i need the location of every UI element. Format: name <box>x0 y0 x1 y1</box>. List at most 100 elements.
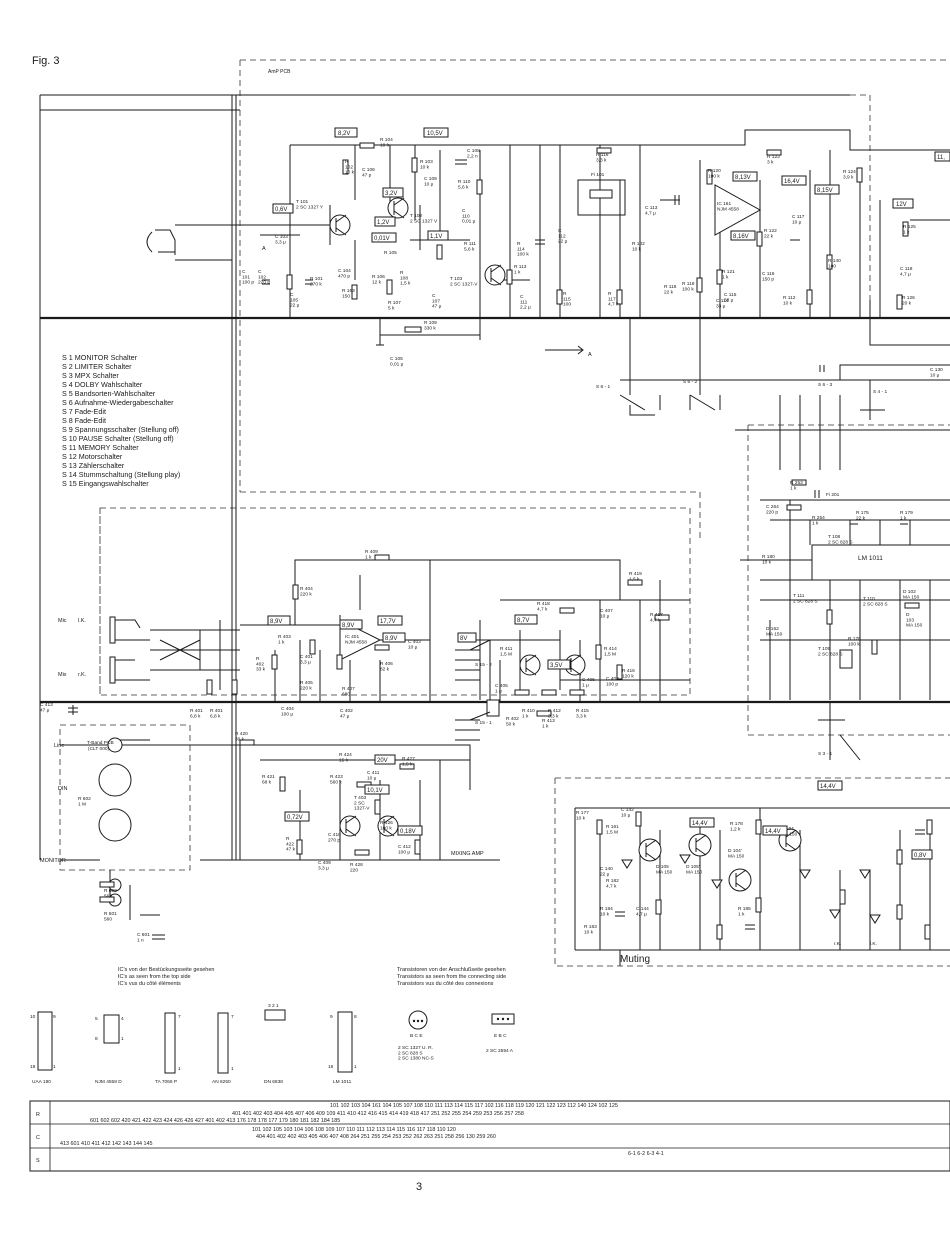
svg-text:7: 7 <box>178 1014 181 1020</box>
svg-text:S 3 - 1: S 3 - 1 <box>818 751 832 757</box>
svg-text:18: 18 <box>30 1064 36 1070</box>
svg-text:8,9V: 8,9V <box>385 636 397 642</box>
switch-legend: S 1 MONITOR Schalter S 2 LIMITER Schalte… <box>62 353 180 488</box>
vbox-v21: 20V <box>374 754 396 765</box>
vbox-v15: 8,9V <box>339 619 363 630</box>
svg-text:8,13V: 8,13V <box>735 175 751 181</box>
svg-text:10,5V: 10,5V <box>427 131 443 137</box>
svg-text:14,4V: 14,4V <box>820 784 836 790</box>
table-r-line3: 601 602 602 420 421 422 423 424 426 426 … <box>90 1118 340 1124</box>
svg-text:11,: 11, <box>937 155 945 161</box>
svg-text:14,4V: 14,4V <box>692 821 708 827</box>
mark-rk: r.K. <box>834 941 841 947</box>
svg-text:NJM 4558 D: NJM 4558 D <box>95 1079 122 1085</box>
vbox-v25: 14,4V <box>689 817 715 828</box>
legend-s10: S 10 PAUSE Schalter (Stellung off) <box>62 434 174 443</box>
svg-text:8,9V: 8,9V <box>270 619 282 625</box>
vbox-v19: 8,7V <box>514 614 538 625</box>
svg-text:D 104'MA 150: D 104'MA 150 <box>728 848 745 859</box>
vbox-v11: 8,16V <box>730 230 756 241</box>
legend-s8: S 8 Fade-Edit <box>62 416 106 425</box>
svg-text:7: 7 <box>231 1014 234 1020</box>
svg-text:8V: 8V <box>460 636 467 642</box>
svg-text:2 SC 2594 A: 2 SC 2594 A <box>486 1048 514 1054</box>
ic-pinout-note: IC's von der Bestückungsseite gesehen IC… <box>118 967 214 987</box>
vbox-v24: 0,18V <box>397 825 423 836</box>
muting-label: Muting <box>620 954 650 965</box>
svg-text:1: 1 <box>121 1036 124 1042</box>
svg-text:R 105: R 105 <box>384 250 397 256</box>
svg-text:LM 1011: LM 1011 <box>333 1079 352 1085</box>
s3-switch <box>818 702 861 761</box>
legend-s9: S 9 Spannungsschalter (Stellung off) <box>62 425 179 434</box>
svg-text:DN 6838: DN 6838 <box>264 1079 283 1085</box>
table-c-line2: 404 401 402 402 403 405 406 407 408 264 … <box>256 1134 496 1140</box>
svg-text:1: 1 <box>178 1066 181 1072</box>
muting-frame <box>554 777 950 967</box>
svg-text:1,1V: 1,1V <box>430 234 442 240</box>
svg-text:TA 7066 P: TA 7066 P <box>155 1079 177 1085</box>
svg-text:Fi 201: Fi 201 <box>826 492 840 498</box>
figure-label: Fig. 3 <box>32 55 60 67</box>
svg-text:8,9V: 8,9V <box>342 623 354 629</box>
table-c-line3: 413 601 410 411 412 142 143 14 <box>60 1141 153 1147</box>
package-an6250: 71 AN 6250 <box>212 1012 234 1085</box>
tband-frame <box>59 724 191 871</box>
svg-text:D 105'MA 150: D 105'MA 150 <box>686 864 703 875</box>
grid-table: R C S 101 102 103 104 161 104 105 107 10… <box>29 1100 950 1172</box>
svg-text:9: 9 <box>53 1014 56 1020</box>
mixing-wiring <box>60 554 690 717</box>
trunk-x <box>231 95 237 860</box>
ic161-symbol <box>714 184 762 236</box>
vbox-v12: 12V <box>892 198 914 209</box>
mark-a-2: A <box>588 352 592 358</box>
svg-text:12V: 12V <box>896 202 907 208</box>
svg-text:1: 1 <box>354 1064 357 1070</box>
legend-s7: S 7 Fade-Edit <box>62 407 106 416</box>
vbox-v17: 8,9V <box>382 632 406 643</box>
transistor-pinout-note: Transistoren von der Anschlußseite geseh… <box>397 967 506 987</box>
svg-text:1,2V: 1,2V <box>377 220 389 226</box>
